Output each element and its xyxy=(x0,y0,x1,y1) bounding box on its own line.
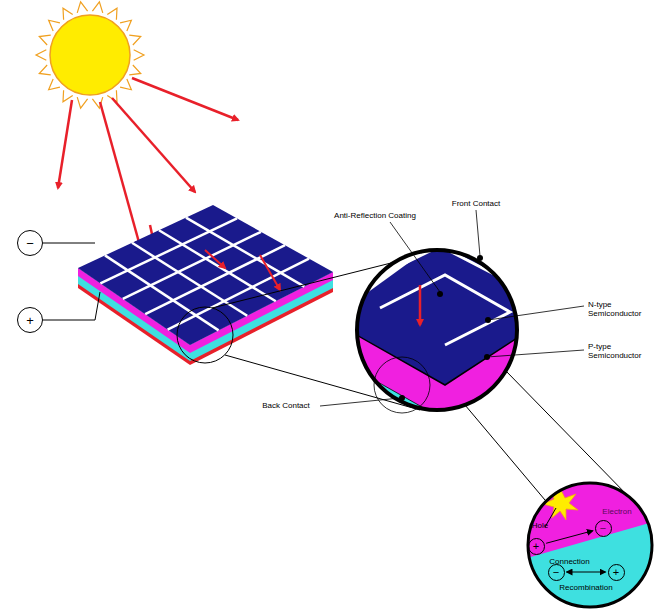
sun xyxy=(50,15,130,95)
charge-sign: + xyxy=(533,541,539,552)
arrow-label: Recombination xyxy=(559,583,612,592)
charge-sign: − xyxy=(553,567,559,578)
junction-detail xyxy=(520,475,660,610)
charge-circle: + xyxy=(608,564,625,581)
part-label: N-type Semiconductor xyxy=(588,301,652,319)
carrier-label: Electron xyxy=(602,508,631,517)
carrier-label: Hole xyxy=(532,522,548,531)
carrier-arrow xyxy=(546,531,593,544)
zoom-line xyxy=(465,405,545,500)
sun-rays xyxy=(36,2,144,108)
magnifier-ring xyxy=(357,250,517,410)
charge-sign: + xyxy=(26,314,34,327)
charge-circle: + xyxy=(528,538,545,555)
leader-lines xyxy=(320,210,584,406)
terminal-wire xyxy=(43,292,100,320)
part-label: Anti-Reflection Coating xyxy=(334,212,416,221)
zoom-marker xyxy=(374,357,430,413)
charge-circle: − xyxy=(595,520,612,537)
part-label: P-type Semiconductor xyxy=(588,343,658,361)
charge-sign: − xyxy=(600,523,606,534)
zoom-line xyxy=(505,370,630,498)
terminal-wire xyxy=(43,243,95,244)
part-label: Front Contact xyxy=(452,200,500,209)
light-rays xyxy=(205,250,280,290)
detail-ring xyxy=(528,483,652,607)
terminal-circle: − xyxy=(17,230,43,256)
part-label: Back Contact xyxy=(262,402,310,411)
carrier-arrow xyxy=(567,572,606,573)
charge-sign: + xyxy=(613,567,619,578)
solar-panel xyxy=(78,205,333,365)
zoom-marker xyxy=(177,307,233,363)
cross-section xyxy=(330,240,560,465)
charge-circle: − xyxy=(548,564,565,581)
arrow-label: Connection xyxy=(549,557,589,566)
terminal-circle: + xyxy=(17,307,43,333)
leader-dots xyxy=(399,255,491,401)
charge-sign: − xyxy=(26,237,34,250)
light-ray xyxy=(419,285,422,325)
